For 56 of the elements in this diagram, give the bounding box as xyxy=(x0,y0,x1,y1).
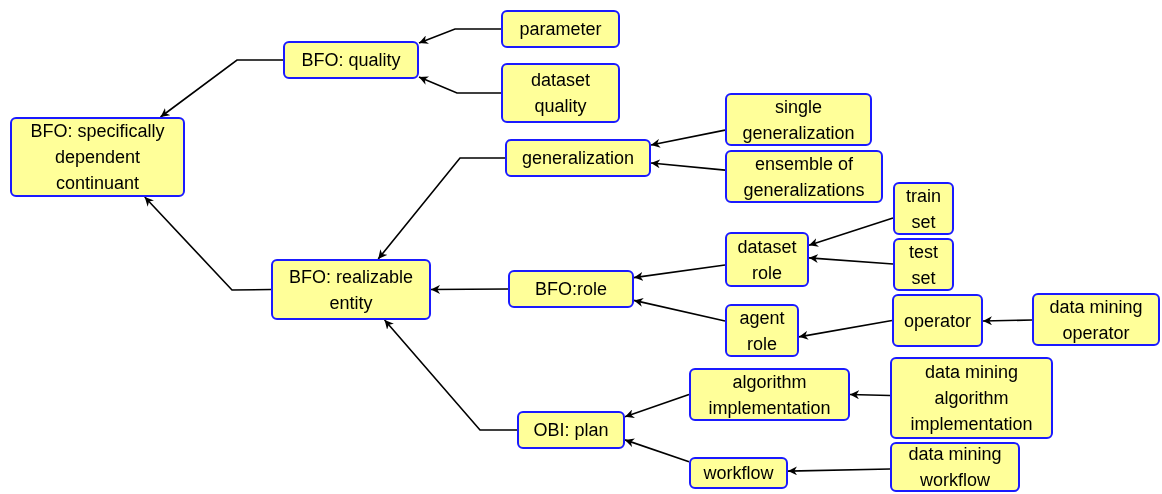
concept-label: agent role xyxy=(738,306,786,356)
concept-label: algorithm implementation xyxy=(707,370,832,420)
arrow xyxy=(143,196,272,291)
arrow xyxy=(624,393,690,418)
arrow xyxy=(787,466,891,476)
concept-box xyxy=(271,259,431,320)
concept-label: parameter xyxy=(519,18,602,41)
arrow xyxy=(982,316,1033,326)
arrow xyxy=(849,390,891,400)
arrow xyxy=(418,28,502,44)
concept-label: BFO: specifically dependent continuant xyxy=(29,120,166,195)
concept-box xyxy=(725,150,883,203)
concept-box xyxy=(1032,293,1160,346)
concept-label: data mining workflow xyxy=(907,443,1003,492)
concept-box xyxy=(501,63,620,123)
concept-box xyxy=(893,238,954,291)
concept-box xyxy=(725,232,809,287)
concept-label: dataset role xyxy=(736,235,798,285)
arrow xyxy=(808,254,894,265)
concept-box xyxy=(725,304,799,357)
arrow xyxy=(430,284,509,294)
concept-label: dataset quality xyxy=(529,69,591,118)
arrow xyxy=(798,319,893,340)
arrow xyxy=(377,157,506,260)
concept-box xyxy=(501,10,620,48)
arrow xyxy=(650,129,726,148)
concept-box xyxy=(725,93,872,146)
concept-box xyxy=(890,357,1053,439)
concept-label: OBI: plan xyxy=(533,419,609,442)
concept-box xyxy=(892,294,983,347)
concept-label: ensemble of generalizations xyxy=(742,152,866,202)
concept-box xyxy=(890,442,1020,492)
concept-box xyxy=(689,457,788,489)
concept-box xyxy=(517,411,625,449)
arrow xyxy=(650,159,726,171)
concept-box xyxy=(508,270,634,308)
concept-box xyxy=(689,368,850,421)
arrow xyxy=(808,217,894,247)
concept-label: BFO: realizable entity xyxy=(287,265,415,315)
arrow xyxy=(383,319,518,431)
arrow xyxy=(159,59,284,118)
concept-label: data mining operator xyxy=(1048,295,1144,345)
concept-label: generalization xyxy=(521,147,635,170)
arrow xyxy=(633,298,726,322)
concept-label: BFO:role xyxy=(535,278,607,301)
concept-box xyxy=(10,117,185,197)
concept-label: workflow xyxy=(703,462,774,485)
arrow xyxy=(624,438,690,463)
concept-label: BFO: quality xyxy=(301,49,401,72)
concept-box xyxy=(893,182,954,235)
concept-label: test set xyxy=(908,240,939,290)
concept-box xyxy=(505,139,651,177)
concept-label: operator xyxy=(903,309,971,333)
arrow xyxy=(418,76,502,94)
arrow xyxy=(633,264,726,281)
concept-box xyxy=(283,41,419,79)
